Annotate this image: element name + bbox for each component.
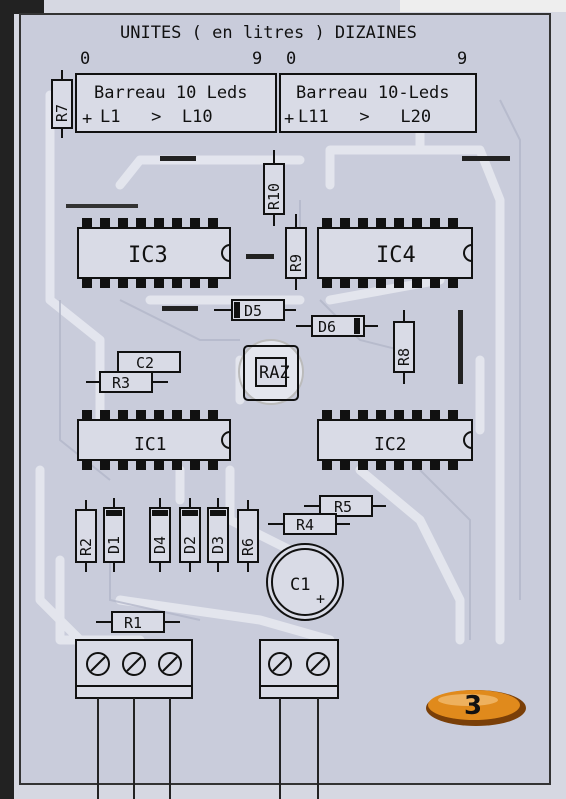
bargraph-1-scale-left: 0 — [80, 49, 90, 69]
svg-text:R6: R6 — [239, 538, 257, 556]
svg-text:R5: R5 — [334, 498, 352, 516]
svg-text:R7: R7 — [53, 104, 71, 122]
svg-text:R4: R4 — [296, 516, 314, 534]
bargraph-1-plus: + — [82, 109, 92, 129]
chip-ic3: IC3 — [77, 218, 231, 288]
svg-text:IC4: IC4 — [376, 243, 416, 268]
resistor-r1: R1 — [96, 611, 180, 633]
bargraph-1-label: Barreau 10 Leds — [94, 83, 248, 103]
capacitor-c2: C2 — [117, 351, 181, 373]
terminal-block-3way — [75, 639, 193, 699]
figure-number: 3 — [464, 691, 482, 721]
diode-d4: D4 — [149, 498, 171, 572]
bargraph-1-range: L1 > L10 — [100, 107, 213, 127]
resistor-r9: R9 — [285, 214, 307, 290]
svg-text:C2: C2 — [136, 354, 154, 372]
header-title: UNITES ( en litres ) DIZAINES — [120, 23, 417, 43]
svg-text:IC2: IC2 — [374, 434, 407, 455]
bargraph-2-label: Barreau 10-Leds — [296, 83, 450, 103]
copper-traces — [35, 85, 505, 645]
svg-text:R1: R1 — [124, 614, 142, 632]
diode-d6: D6 — [296, 315, 378, 337]
diode-d3: D3 — [207, 498, 229, 572]
chip-ic4: IC4 — [317, 218, 473, 288]
bargraph-2-plus: + — [284, 109, 294, 129]
resistor-r8: R8 — [393, 310, 415, 384]
diode-d1: D1 — [103, 498, 125, 572]
resistor-r2: R2 — [75, 500, 97, 572]
svg-text:C1: C1 — [290, 575, 310, 595]
svg-text:D5: D5 — [244, 302, 262, 320]
svg-text:IC3: IC3 — [128, 243, 168, 268]
diode-d2: D2 — [179, 498, 201, 572]
capacitor-c1-polarity: + — [316, 590, 325, 608]
svg-text:D3: D3 — [209, 536, 227, 554]
diode-d5: D5 — [214, 299, 296, 321]
resistor-r10: R10 — [263, 150, 285, 226]
svg-text:R8: R8 — [395, 348, 413, 366]
svg-text:R2: R2 — [77, 538, 95, 556]
bargraph-1: 0 9 Barreau 10 Leds + L1 > L10 — [75, 49, 277, 133]
bargraph-2-scale-right: 9 — [457, 49, 467, 69]
svg-text:D1: D1 — [105, 536, 123, 554]
resistor-r4: R4 — [268, 513, 350, 535]
capacitor-c1: C1 + — [266, 543, 344, 621]
svg-text:D2: D2 — [181, 536, 199, 554]
svg-text:R3: R3 — [112, 374, 130, 392]
resistor-r3: R3 — [86, 371, 168, 393]
resistor-r6: R6 — [237, 500, 259, 572]
bargraph-2: 0 9 Barreau 10-Leds + L11 > L20 — [279, 49, 477, 133]
reset-button: RAZ — [238, 339, 304, 405]
output-wires — [97, 698, 319, 799]
bargraph-2-range: L11 > L20 — [298, 107, 431, 127]
svg-text:R9: R9 — [287, 254, 305, 272]
chip-ic1: IC1 — [77, 410, 231, 470]
svg-text:D6: D6 — [318, 318, 336, 336]
svg-text:IC1: IC1 — [134, 434, 167, 455]
bargraph-2-scale-left: 0 — [286, 49, 296, 69]
resistor-r5: R5 — [304, 495, 386, 517]
resistor-r7: R7 — [51, 70, 73, 138]
figure-number-badge: 3 — [426, 690, 526, 726]
svg-text:R10: R10 — [265, 183, 283, 210]
reset-button-label: RAZ — [259, 363, 290, 383]
svg-text:D4: D4 — [151, 536, 169, 554]
terminal-block-2way — [259, 639, 339, 699]
chip-ic2: IC2 — [317, 410, 473, 470]
bargraph-1-scale-right: 9 — [252, 49, 262, 69]
